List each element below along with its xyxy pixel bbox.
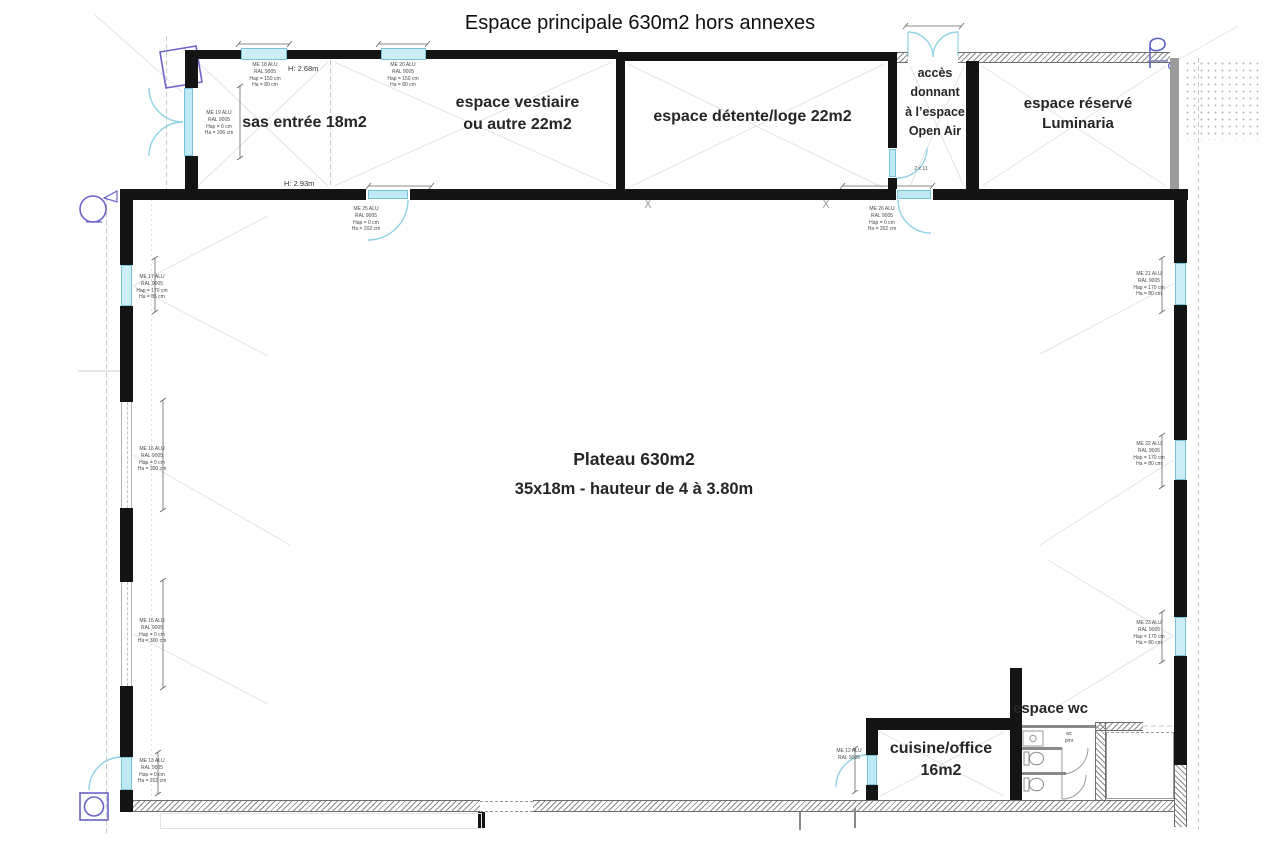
wall-luminaria-right-gray: [1170, 58, 1179, 191]
wall-right-hatch: [1174, 765, 1187, 827]
height-label-plateau: H: 2.93m: [284, 179, 315, 188]
room-label-wc: espace wc: [1013, 700, 1089, 717]
corridor-side-door: [889, 149, 896, 177]
window-right-1: [1175, 263, 1186, 305]
wall-left-4: [120, 686, 133, 757]
spec-window-top-2: ME 20 ALU RAL 9005 Hap = 150 cm Ha = 80 …: [387, 62, 419, 89]
exterior-band: [160, 813, 482, 829]
wall-wc-hatch-h: [1095, 722, 1143, 731]
room-label-acces: accès donnant à l’espace Open Air: [905, 66, 965, 139]
wc-partition-2: [1022, 747, 1062, 750]
plateau-door1: [368, 190, 408, 199]
wall-right-2: [1174, 305, 1187, 440]
wall-main: [120, 189, 1188, 200]
wall-left-1: [120, 192, 133, 265]
wall-cuisine-top: [866, 718, 1012, 730]
spec-opening-left-2: ME 15 ALU RAL 9005 Hap = 0 cm Ha = 300 c…: [137, 618, 167, 645]
corridor-side-door-arc: [896, 147, 928, 179]
spec-window-top-1: ME 18 ALU RAL 9005 Hap = 150 cm Ha = 80 …: [249, 62, 281, 89]
room-label-detente: espace détente/loge 22m2: [653, 108, 852, 125]
wall-hatch-top-2: [958, 52, 1170, 63]
page-title: Espace principale 630m2 hors annexes: [464, 12, 816, 34]
room-label-vestiaire: espace vestiaire ou autre 22m2: [455, 94, 580, 133]
window-right-2: [1175, 440, 1186, 480]
wc-sink-icon: [1029, 734, 1037, 743]
wall-sas-left-lower: [185, 156, 198, 192]
bottom-tick-2: [854, 808, 856, 828]
room-label-sas: sas entrée 18m2: [242, 114, 367, 131]
wall-wc-hatch-v: [1095, 722, 1106, 800]
spec-window-right-1: ME 21 ALU RAL 9005 Hap = 170 cm Ha = 80 …: [1133, 271, 1165, 298]
spec-plateau-door2: ME 26 ALU RAL 9005 Hap = 0 cm Ha = 202 c…: [867, 206, 897, 233]
window-top-2: [381, 48, 426, 60]
spec-cuisine-door: ME 12 ALU RAL 9005: [836, 748, 862, 761]
exterior-dots: [1184, 60, 1260, 140]
wall-left-2: [120, 306, 133, 402]
wall-bottom-2: [533, 800, 1174, 812]
height-label-sas: H: 2.68m: [288, 64, 319, 73]
openair-door-arc-left: [907, 31, 934, 58]
spec-sas-door: ME 19 ALU RAL 9005 Hap = 0 cm Ha = 206 c…: [204, 110, 234, 137]
sas-door-arc-bottom: [148, 121, 184, 157]
left-bottom-door-arc: [88, 756, 123, 791]
wall-right-4: [1174, 656, 1187, 765]
spec-wc-note: wc pmr: [1064, 731, 1074, 744]
room-label-plateau-subtitle: 35x18m - hauteur de 4 à 3.80m: [514, 480, 754, 498]
room-label-cuisine: cuisine/office 16m2: [889, 740, 993, 779]
wall-bottom-gap: [480, 801, 533, 812]
wc-partition-1: [1022, 725, 1095, 728]
wall-right-3: [1174, 480, 1187, 617]
wc-partition-3: [1022, 772, 1066, 775]
wc-toilet1-icon: [1029, 751, 1044, 766]
wall-wc-left: [1010, 668, 1022, 800]
wall-cuisine-left-2: [866, 785, 878, 800]
spec-plateau-door1: ME 25 ALU RAL 9005 Hap = 0 cm Ha = 202 c…: [351, 206, 381, 233]
spec-window-left-1: ME 17 ALU RAL 9005 Hap = 170 cm Ha = 85 …: [136, 274, 168, 301]
cuisine-door: [867, 755, 877, 785]
wall-bottom-1: [133, 800, 480, 812]
window-right-3: [1175, 617, 1186, 656]
spec-door-left-bottom: ME 13 ALU RAL 9005 Hap = 0 cm Ha = 202 c…: [137, 758, 167, 785]
bottom-tick-1: [799, 812, 801, 830]
wall-cuisine-left-1: [866, 718, 878, 755]
sas-door-arc-top: [148, 87, 184, 123]
opening-left-1: [121, 402, 132, 508]
wall-hatch-top-1: [897, 52, 908, 63]
wall-left-5: [120, 790, 133, 812]
drain-square-icon: [79, 792, 109, 821]
room-label-plateau-title: Plateau 630m2: [573, 449, 695, 469]
wall-sas-left-upper: [185, 50, 198, 88]
wc-toilet2-icon: [1029, 777, 1044, 792]
window-left-1: [121, 265, 132, 306]
wc-door2-arc: [1061, 774, 1087, 800]
spec-window-right-2: ME 22 ALU RAL 9005 Hap = 170 cm Ha = 80 …: [1133, 441, 1165, 468]
room-label-luminaria: espace réservé Luminaria: [1023, 95, 1133, 133]
sas-entry-door: [184, 88, 193, 156]
wall-luminaria-left: [966, 61, 979, 192]
wall-left-3: [120, 508, 133, 582]
wc-store-box: [1106, 732, 1174, 799]
survey-circle-icon: [79, 195, 107, 223]
openair-door-arc-right: [932, 31, 959, 58]
spec-opening-left-1: ME 16 ALU RAL 9005 Hap = 0 cm Ha = 300 c…: [137, 446, 167, 473]
opening-left-2: [121, 582, 132, 686]
left-bottom-door: [121, 757, 132, 790]
plateau-door2: [897, 190, 931, 199]
wc-door1-arc: [1061, 747, 1089, 775]
window-top-1: [241, 48, 287, 60]
spec-size-note: 2 x 11: [914, 166, 928, 172]
spec-window-right-3: ME 23 ALU RAL 9005 Hap = 170 cm Ha = 80 …: [1133, 620, 1165, 647]
wall-right-1: [1174, 192, 1187, 263]
